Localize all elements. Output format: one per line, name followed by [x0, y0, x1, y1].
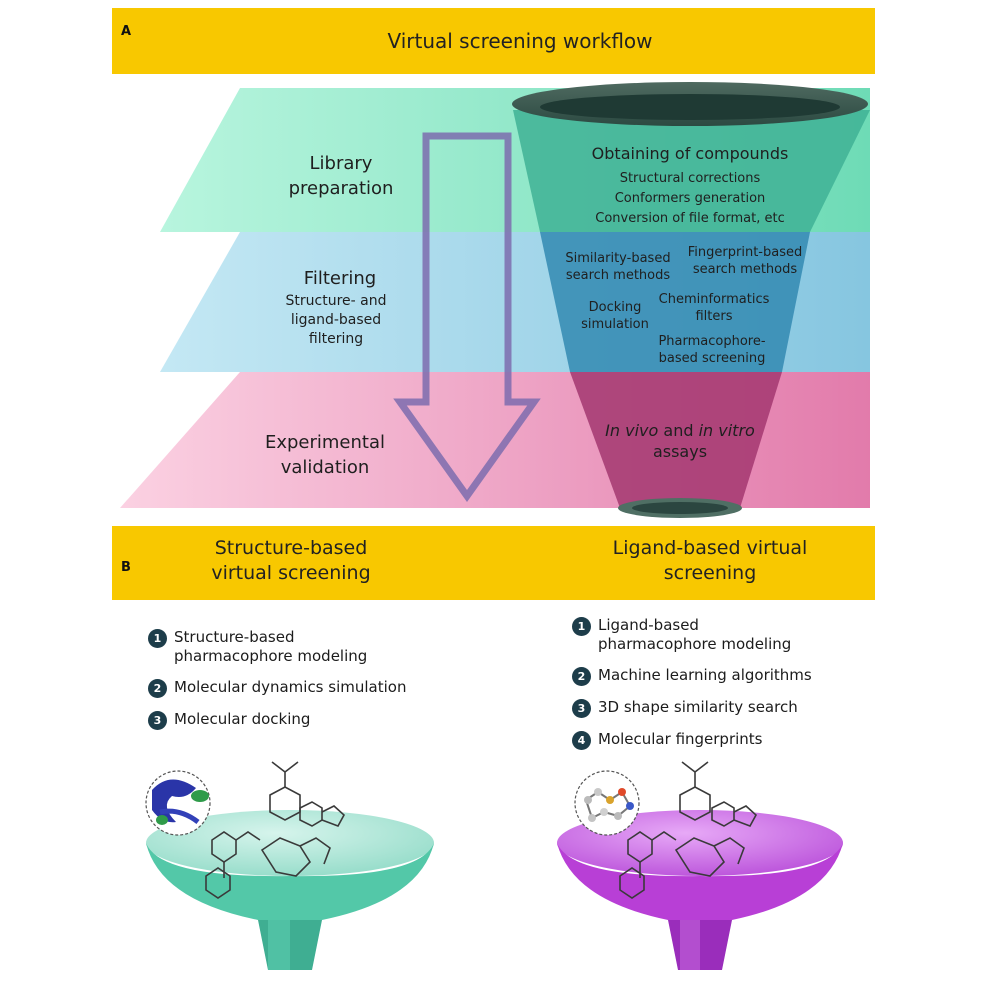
obtaining-compounds-text: Obtaining of compounds — [591, 144, 789, 163]
cheminformatics-filters-text: Cheminformatics filters — [658, 292, 770, 324]
list-item-text: Structure-based pharmacophore modeling — [174, 628, 368, 665]
list-item-text: Machine learning algorithms — [598, 666, 812, 684]
list-item: 2 Molecular dynamics simulation — [148, 678, 478, 698]
docking-simulation-text: Docking simulation — [581, 300, 649, 332]
pharmacophore-screening-text: Pharmacophore-based screening — [658, 334, 766, 366]
list-item-text: Molecular dynamics simulation — [174, 678, 407, 696]
number-badge: 3 — [572, 699, 591, 718]
filtering-label: Filtering — [303, 268, 377, 289]
file-format-conversion-text: Conversion of file format, etc — [595, 211, 785, 226]
workflow-funnel — [512, 82, 870, 518]
ligand-based-funnel-icon — [557, 761, 843, 970]
structural-corrections-text: Structural corrections — [619, 171, 761, 186]
list-item-text: 3D shape similarity search — [598, 698, 798, 716]
list-item: 4 Molecular fingerprints — [572, 730, 872, 750]
similarity-search-text: Similarity-based search methods — [565, 251, 671, 283]
list-item-text: Ligand-based pharmacophore modeling — [598, 616, 792, 653]
panel-b-banner — [112, 526, 875, 600]
ligand-based-methods-list: 1 Ligand-based pharmacophore modeling 2 … — [572, 616, 872, 762]
list-item: 3 3D shape similarity search — [572, 698, 872, 718]
list-item: 1 Ligand-based pharmacophore modeling — [572, 616, 872, 654]
number-badge: 2 — [572, 667, 591, 686]
panel-a-title: Virtual screening workflow — [387, 29, 653, 53]
number-badge: 1 — [572, 617, 591, 636]
list-item-text: Molecular fingerprints — [598, 730, 763, 748]
conformers-generation-text: Conformers generation — [614, 191, 766, 206]
number-badge: 1 — [148, 629, 167, 648]
fingerprint-search-text: Fingerprint-based search methods — [687, 245, 803, 277]
structure-based-methods-list: 1 Structure-based pharmacophore modeling… — [148, 628, 478, 742]
list-item: 1 Structure-based pharmacophore modeling — [148, 628, 478, 666]
ligand-based-title: Ligand-based virtual screening — [612, 537, 808, 584]
panel-a-letter: A — [121, 24, 132, 39]
panel-a-banner — [112, 8, 875, 74]
assays-text: In vivo and in vitro assays — [605, 421, 755, 461]
filtering-sublabel: Structure- and ligand-based filtering — [285, 293, 387, 347]
number-badge: 4 — [572, 731, 591, 750]
down-arrow-icon — [393, 132, 541, 503]
number-badge: 3 — [148, 711, 167, 730]
experimental-validation-label: Experimental validation — [264, 432, 386, 478]
panel-b-letter: B — [121, 560, 131, 575]
list-item: 2 Machine learning algorithms — [572, 666, 872, 686]
structure-based-title: Structure-based virtual screening — [211, 537, 371, 584]
library-preparation-label: Library preparation — [288, 153, 394, 199]
list-item: 3 Molecular docking — [148, 710, 478, 730]
structure-based-funnel-icon — [145, 761, 434, 970]
list-item-text: Molecular docking — [174, 710, 311, 728]
number-badge: 2 — [148, 679, 167, 698]
